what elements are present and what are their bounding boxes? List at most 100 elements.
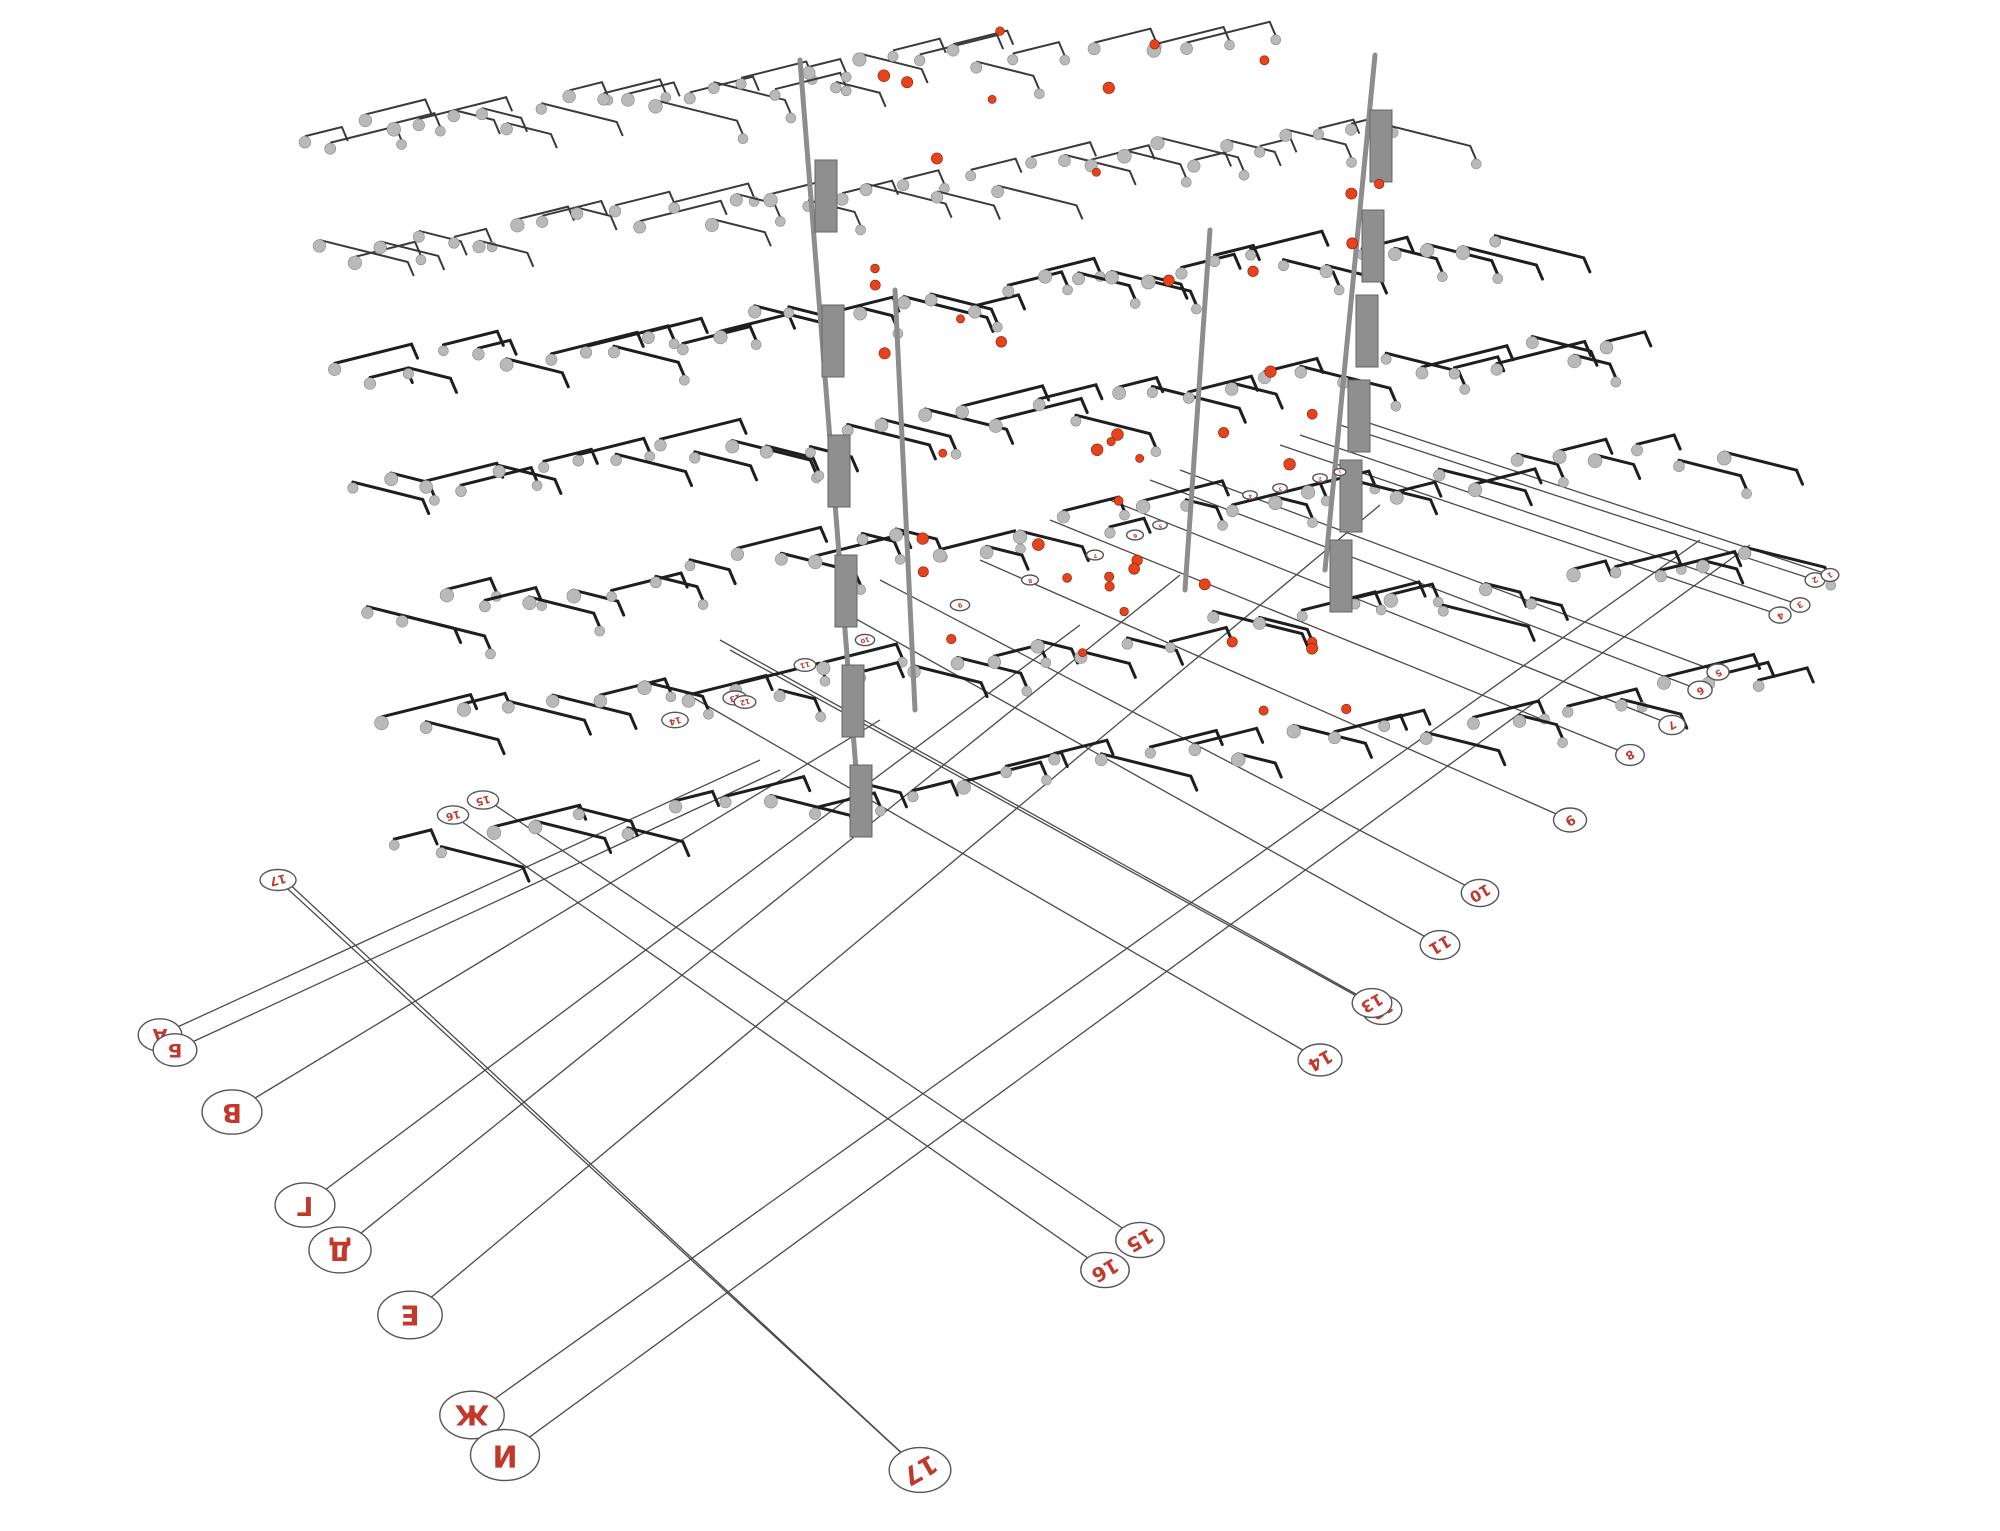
pipe-segment bbox=[568, 81, 609, 97]
bubble-label: 6 bbox=[1132, 532, 1137, 539]
pipe-segment bbox=[1079, 649, 1137, 679]
fixture-node bbox=[1345, 123, 1357, 136]
fixture-node bbox=[1654, 570, 1667, 583]
pipe-segment bbox=[612, 344, 686, 378]
axis-bubble-number-far: 8 bbox=[1020, 574, 1040, 586]
pipe-segment bbox=[1393, 246, 1444, 275]
pipe-segment bbox=[919, 33, 1005, 56]
hot-water-point bbox=[1113, 496, 1124, 506]
fixture-node bbox=[312, 239, 327, 253]
fixture-node bbox=[683, 92, 696, 105]
fixture-node bbox=[347, 255, 362, 270]
grid-line-number bbox=[444, 809, 1106, 1271]
fixture-node bbox=[1220, 139, 1234, 153]
fixture-node bbox=[1025, 157, 1037, 169]
pipe-segment bbox=[506, 122, 558, 149]
fixture-node bbox=[729, 193, 743, 207]
fixture-node bbox=[759, 445, 773, 459]
fixture-node bbox=[1437, 271, 1448, 282]
fixture-node bbox=[932, 548, 947, 563]
bubble-label: Д bbox=[328, 1235, 352, 1266]
pipe-segment bbox=[1064, 153, 1137, 186]
hot-water-point bbox=[917, 566, 929, 578]
axis-bubble-letter: Г bbox=[274, 1182, 336, 1228]
fixture-node bbox=[538, 461, 550, 473]
axis-bubble-number-far: 14 bbox=[661, 711, 689, 729]
hot-water-point bbox=[1111, 428, 1124, 441]
pipe-segment bbox=[1157, 136, 1245, 172]
pipe-segment bbox=[1285, 128, 1353, 159]
fixture-node bbox=[914, 54, 926, 67]
grid-line-2 bbox=[174, 769, 781, 1051]
fixture-node bbox=[719, 796, 732, 809]
pipe-segment bbox=[970, 157, 1023, 174]
fixture-node bbox=[1279, 129, 1293, 142]
fixture-node bbox=[1000, 766, 1013, 779]
fixture-node bbox=[435, 847, 447, 859]
pipe-segment bbox=[1701, 558, 1745, 585]
fixture-node bbox=[1038, 269, 1053, 284]
fixture-node bbox=[1238, 170, 1250, 181]
fixture-node bbox=[1301, 485, 1316, 500]
fixture-node bbox=[1388, 247, 1402, 262]
bubble-label: 9 bbox=[956, 601, 963, 610]
pipe-segment bbox=[551, 693, 638, 730]
hot-water-point bbox=[995, 26, 1005, 36]
fixture-node bbox=[621, 93, 635, 107]
riser-panel bbox=[827, 434, 851, 508]
fixture-node bbox=[816, 661, 831, 676]
fixture-node bbox=[324, 142, 337, 155]
fixture-node bbox=[1245, 249, 1257, 261]
fixture-node bbox=[1492, 273, 1504, 284]
pipe-segment bbox=[1353, 580, 1427, 600]
pipe-segment bbox=[1572, 353, 1618, 380]
bubble-shape bbox=[201, 1089, 263, 1135]
pipe-segment bbox=[1635, 433, 1682, 451]
fixture-node bbox=[1181, 176, 1192, 188]
fixture-node bbox=[1415, 366, 1429, 380]
fixture-node bbox=[1433, 469, 1446, 482]
fixture-node bbox=[1059, 54, 1071, 66]
pipe-segment bbox=[304, 125, 349, 142]
fixture-node bbox=[889, 528, 903, 542]
pipe-segment bbox=[1306, 469, 1377, 488]
riser-panel bbox=[814, 159, 838, 233]
fixture-node bbox=[1657, 675, 1671, 690]
pipe-segment bbox=[1593, 453, 1642, 480]
fixture-node bbox=[1058, 154, 1071, 168]
fixture-node bbox=[1558, 476, 1569, 488]
riser-panel bbox=[1369, 109, 1393, 183]
axis-bubble-number: 14 bbox=[1297, 1043, 1343, 1077]
fixture-node bbox=[502, 700, 515, 714]
floor-level-5 bbox=[361, 433, 1804, 660]
pipe-segment bbox=[681, 324, 758, 345]
fixture-node bbox=[665, 691, 677, 703]
fixture-node bbox=[1467, 716, 1480, 730]
fixture-node bbox=[955, 405, 969, 419]
hot-water-point bbox=[877, 69, 891, 82]
axis-bubble-number-far: 6 bbox=[1125, 529, 1145, 541]
grid-line-1 bbox=[159, 759, 761, 1036]
axis-bubble-number: 13 bbox=[1351, 987, 1393, 1019]
fixture-node bbox=[677, 343, 689, 356]
grid-line-number bbox=[1049, 519, 1631, 756]
fixture-node bbox=[358, 113, 373, 128]
bubble-shape bbox=[1658, 714, 1686, 736]
pipe-segment bbox=[688, 558, 737, 586]
bubble-shape bbox=[1242, 490, 1258, 500]
fixture-node bbox=[689, 452, 701, 464]
pipe-segment bbox=[1473, 467, 1543, 486]
hot-water-point bbox=[1283, 458, 1296, 471]
grid-line-7 bbox=[471, 539, 1701, 1416]
pipe-segment bbox=[527, 595, 602, 629]
pipe-segment bbox=[1722, 450, 1804, 486]
pipe-segment bbox=[774, 71, 848, 91]
pipe-segment bbox=[1529, 596, 1569, 621]
hot-water-point bbox=[987, 94, 997, 104]
hot-water-point bbox=[1091, 167, 1101, 177]
bubble-shape bbox=[793, 658, 817, 673]
fixture-node bbox=[1566, 567, 1581, 583]
fixture-node bbox=[455, 485, 467, 497]
bubble-label: В bbox=[222, 1097, 242, 1127]
bubble-label: 2 bbox=[1810, 574, 1820, 585]
